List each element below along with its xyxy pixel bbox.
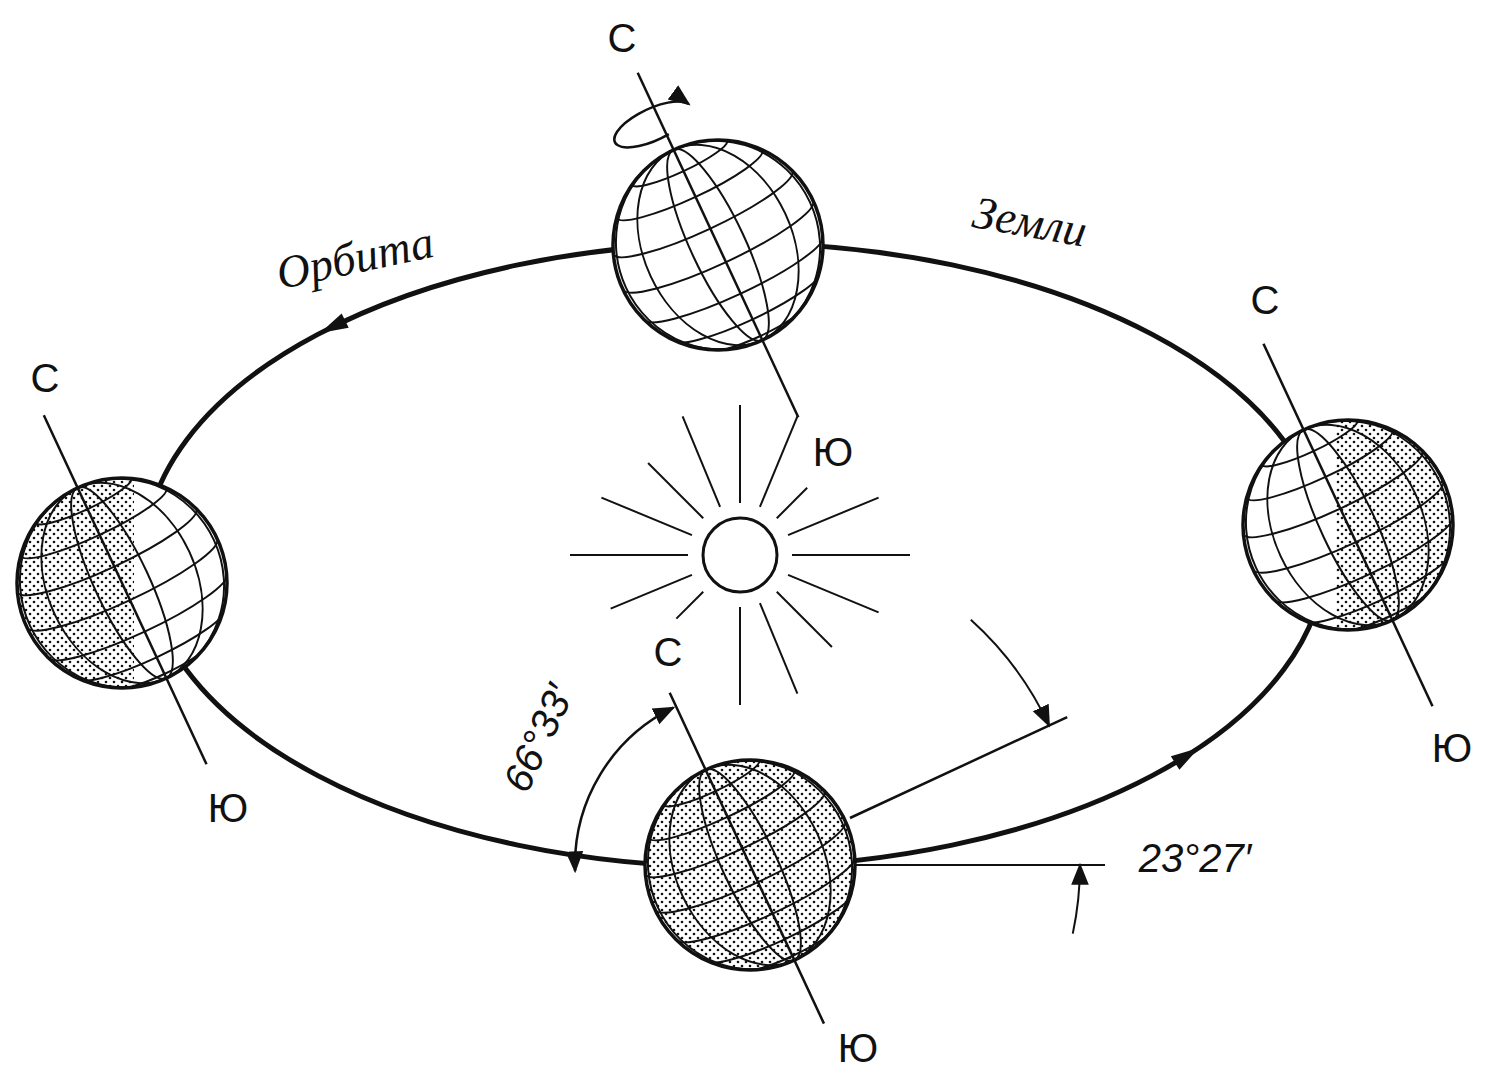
meridian [0, 445, 258, 721]
globe-grid [0, 443, 262, 722]
pole-letter: Ю [208, 788, 248, 828]
pole-letter: С [654, 632, 683, 672]
earth-globe [1208, 344, 1487, 707]
angle-value: 66°33′ [496, 679, 580, 798]
orbit-arrow [320, 313, 349, 333]
orbit-arrow [1171, 748, 1199, 770]
orbit-caption: Орбита [272, 219, 437, 297]
earth-axis [638, 73, 799, 417]
pole-letter: С [608, 18, 637, 58]
globe-inner [0, 443, 262, 722]
equator-plane-line [850, 717, 1067, 818]
earth-axis [670, 693, 824, 1024]
sun-disc [703, 518, 777, 592]
sun-ray [676, 592, 703, 619]
pole-letter: Ю [838, 1028, 878, 1068]
earth-globe [578, 73, 857, 417]
sun-ray [788, 575, 879, 613]
sun-ray [683, 416, 721, 507]
sun-ray [739, 405, 741, 503]
sun-ray [601, 498, 692, 536]
earth-axis [44, 415, 207, 764]
earth-axis [1263, 344, 1432, 707]
sun-ray [760, 603, 798, 694]
angle-arc [575, 708, 673, 871]
sun-ray [777, 488, 807, 518]
sun-ray [792, 554, 910, 556]
dimension-tick [1055, 864, 1105, 866]
sun-ray [648, 463, 703, 518]
sun-ray [777, 592, 832, 647]
dimension-arrow [1073, 865, 1080, 934]
night-shading [1336, 420, 1453, 630]
pole-letter: С [1251, 280, 1280, 320]
angle-value: 23°27′ [1139, 838, 1251, 878]
rotation-arrow [614, 102, 689, 148]
sun-ray [570, 554, 688, 556]
sun [570, 405, 910, 705]
sun-ray [611, 575, 692, 609]
dimension-arrow [971, 620, 1049, 726]
earth-globe [0, 415, 262, 764]
sun-ray [739, 607, 741, 705]
earth-globe [610, 693, 889, 1024]
pole-letter: Ю [813, 432, 853, 472]
sun-ray [760, 416, 798, 507]
orbit-caption: Земли [970, 189, 1091, 254]
sun-ray [788, 498, 879, 536]
pole-letter: С [31, 358, 60, 398]
pole-letter: Ю [1432, 728, 1472, 768]
orbit-plane-line [855, 864, 1055, 866]
